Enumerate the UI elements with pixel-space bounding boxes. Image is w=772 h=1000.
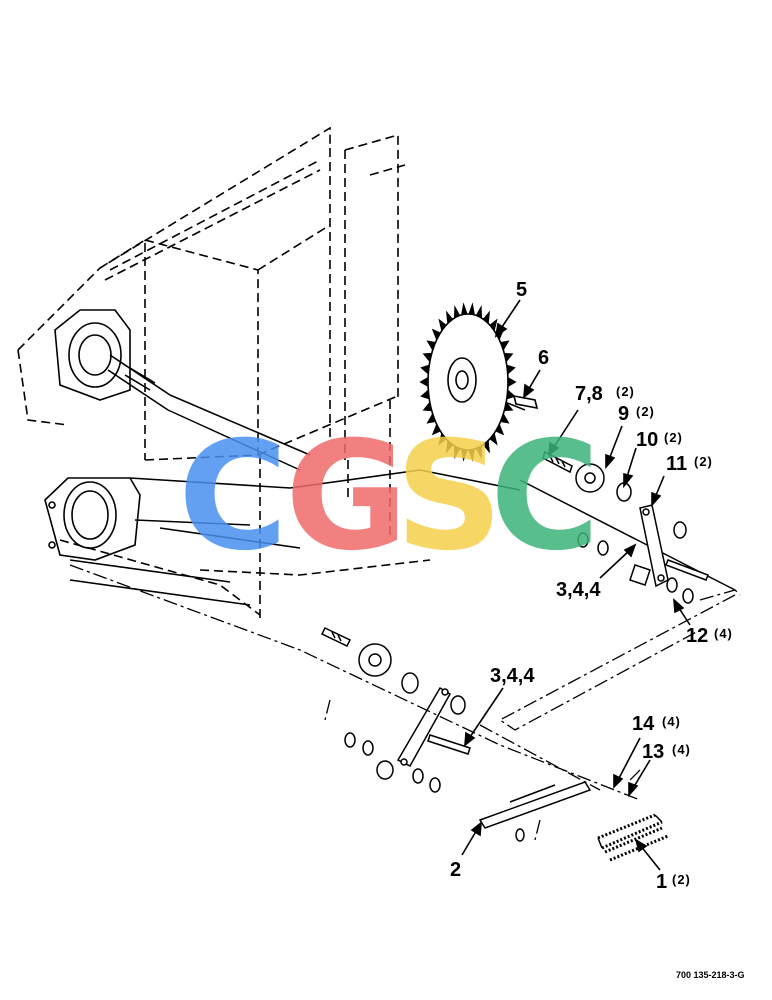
callout-14: 14 [632,713,655,735]
lower-idler-parts [320,627,525,842]
callout-12-qty: (4) [714,626,733,641]
callout-9-qty: (2) [636,404,655,419]
callout-7-8-qty: (2) [616,384,635,399]
callout-7-8: 7,8 [575,383,603,405]
callout-10-qty: (2) [664,430,683,445]
callout-13: 13 [642,741,664,763]
callout-1-qty: (2) [672,872,691,887]
callout-11: 11 [666,453,687,475]
watermark-letter-g: G [285,410,408,584]
callout-10: 10 [636,429,658,451]
callout-2: 2 [450,859,461,881]
leader-arrows [461,299,691,871]
sprocket-tooth [419,376,429,388]
callout-labels: 5 6 7,8 (2) 9 (2) 10 (2) 11 (2) 3,4,4 12… [450,279,745,980]
callout-3-4-4-upper: 3,4,4 [556,579,601,601]
callout-11-qty: (2) [694,454,713,469]
callout-9: 9 [618,403,629,425]
callout-13-qty: (4) [672,742,691,757]
large-sprocket [419,302,517,462]
watermark: C G S C [178,410,600,584]
callout-5: 5 [516,279,527,301]
drawing-code: 700 135-218-3-G [676,970,745,980]
watermark-letter-c1: C [178,410,288,584]
watermark-letter-c2: C [490,410,600,584]
tension-springs [597,813,669,862]
callout-3-4-4-lower: 3,4,4 [490,665,535,687]
callout-14-qty: (4) [662,714,681,729]
mounting-rail [44,469,521,606]
tension-arm [478,781,592,829]
bearing-flange [54,309,171,411]
callout-1: 1 [656,871,667,893]
callout-12: 12 [686,625,708,647]
callout-6: 6 [538,347,549,369]
upper-idler-parts [542,450,709,604]
sprocket-tooth [507,376,517,388]
shaft-key [512,394,539,410]
assembly-centerlines [69,564,741,841]
watermark-letter-s: S [395,410,503,584]
